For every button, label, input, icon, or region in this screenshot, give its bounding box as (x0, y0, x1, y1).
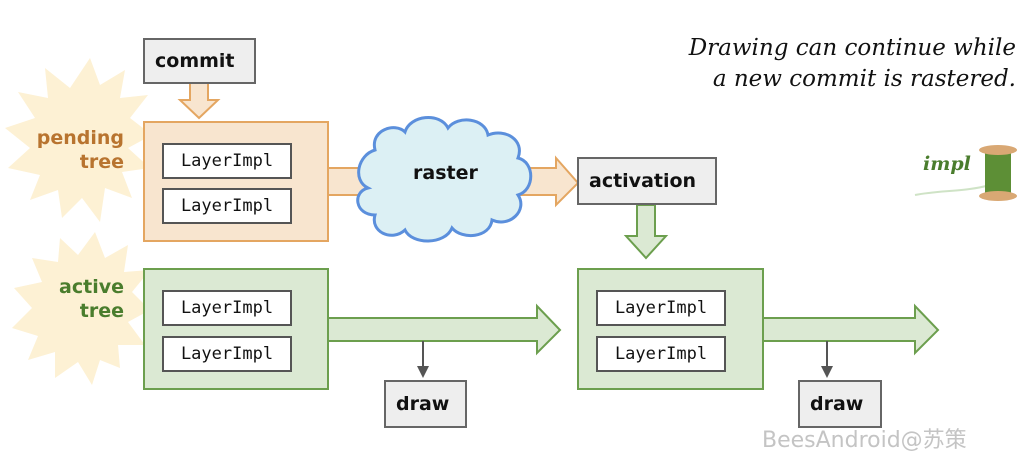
draw-node-1: draw (384, 380, 467, 428)
commit-arrow (177, 82, 221, 120)
pending-tree-box: LayerImpl LayerImpl (143, 121, 329, 242)
activation-node: activation (577, 157, 717, 205)
impl-logo-text: impl (923, 153, 971, 175)
thread-spool-icon (914, 145, 1017, 201)
active-tree-label: active tree (20, 275, 124, 323)
activated-layer-2: LayerImpl (596, 336, 726, 372)
draw-arrow-1-head (417, 366, 429, 378)
caption-line2: a new commit is rastered. (712, 66, 1016, 92)
caption: Drawing can continue while a new commit … (689, 33, 1016, 95)
active-tree-box: LayerImpl LayerImpl (143, 268, 329, 390)
pending-tree-label-line2: tree (79, 151, 124, 173)
commit-label: commit (155, 50, 235, 72)
raster-cloud (356, 115, 533, 243)
commit-node: commit (143, 38, 256, 84)
active-flow-arrow (327, 303, 562, 356)
activated-layer-1: LayerImpl (596, 290, 726, 326)
active-layer-2: LayerImpl (162, 336, 292, 372)
raster-label: raster (413, 162, 478, 184)
activation-label: activation (589, 170, 697, 192)
draw-label-2: draw (810, 393, 864, 415)
active-tree-label-line1: active (59, 276, 124, 298)
pending-tree-label: pending tree (20, 126, 124, 174)
caption-line1: Drawing can continue while (688, 35, 1016, 61)
active-tree-burst (12, 232, 150, 385)
active-layer-1: LayerImpl (162, 290, 292, 326)
pending-layer-2: LayerImpl (162, 188, 292, 224)
draw-label-1: draw (396, 393, 450, 415)
activated-flow-arrow (762, 303, 940, 356)
pending-layer-1: LayerImpl (162, 143, 292, 179)
draw-arrow-2-head (821, 366, 833, 378)
activated-tree-box: LayerImpl LayerImpl (577, 268, 764, 390)
watermark: BeesAndroid@苏策 (762, 428, 967, 453)
pending-tree-burst (5, 58, 152, 222)
active-tree-label-line2: tree (79, 300, 124, 322)
activation-arrow (623, 204, 669, 260)
pending-tree-label-line1: pending (36, 127, 124, 149)
draw-node-2: draw (798, 380, 882, 428)
